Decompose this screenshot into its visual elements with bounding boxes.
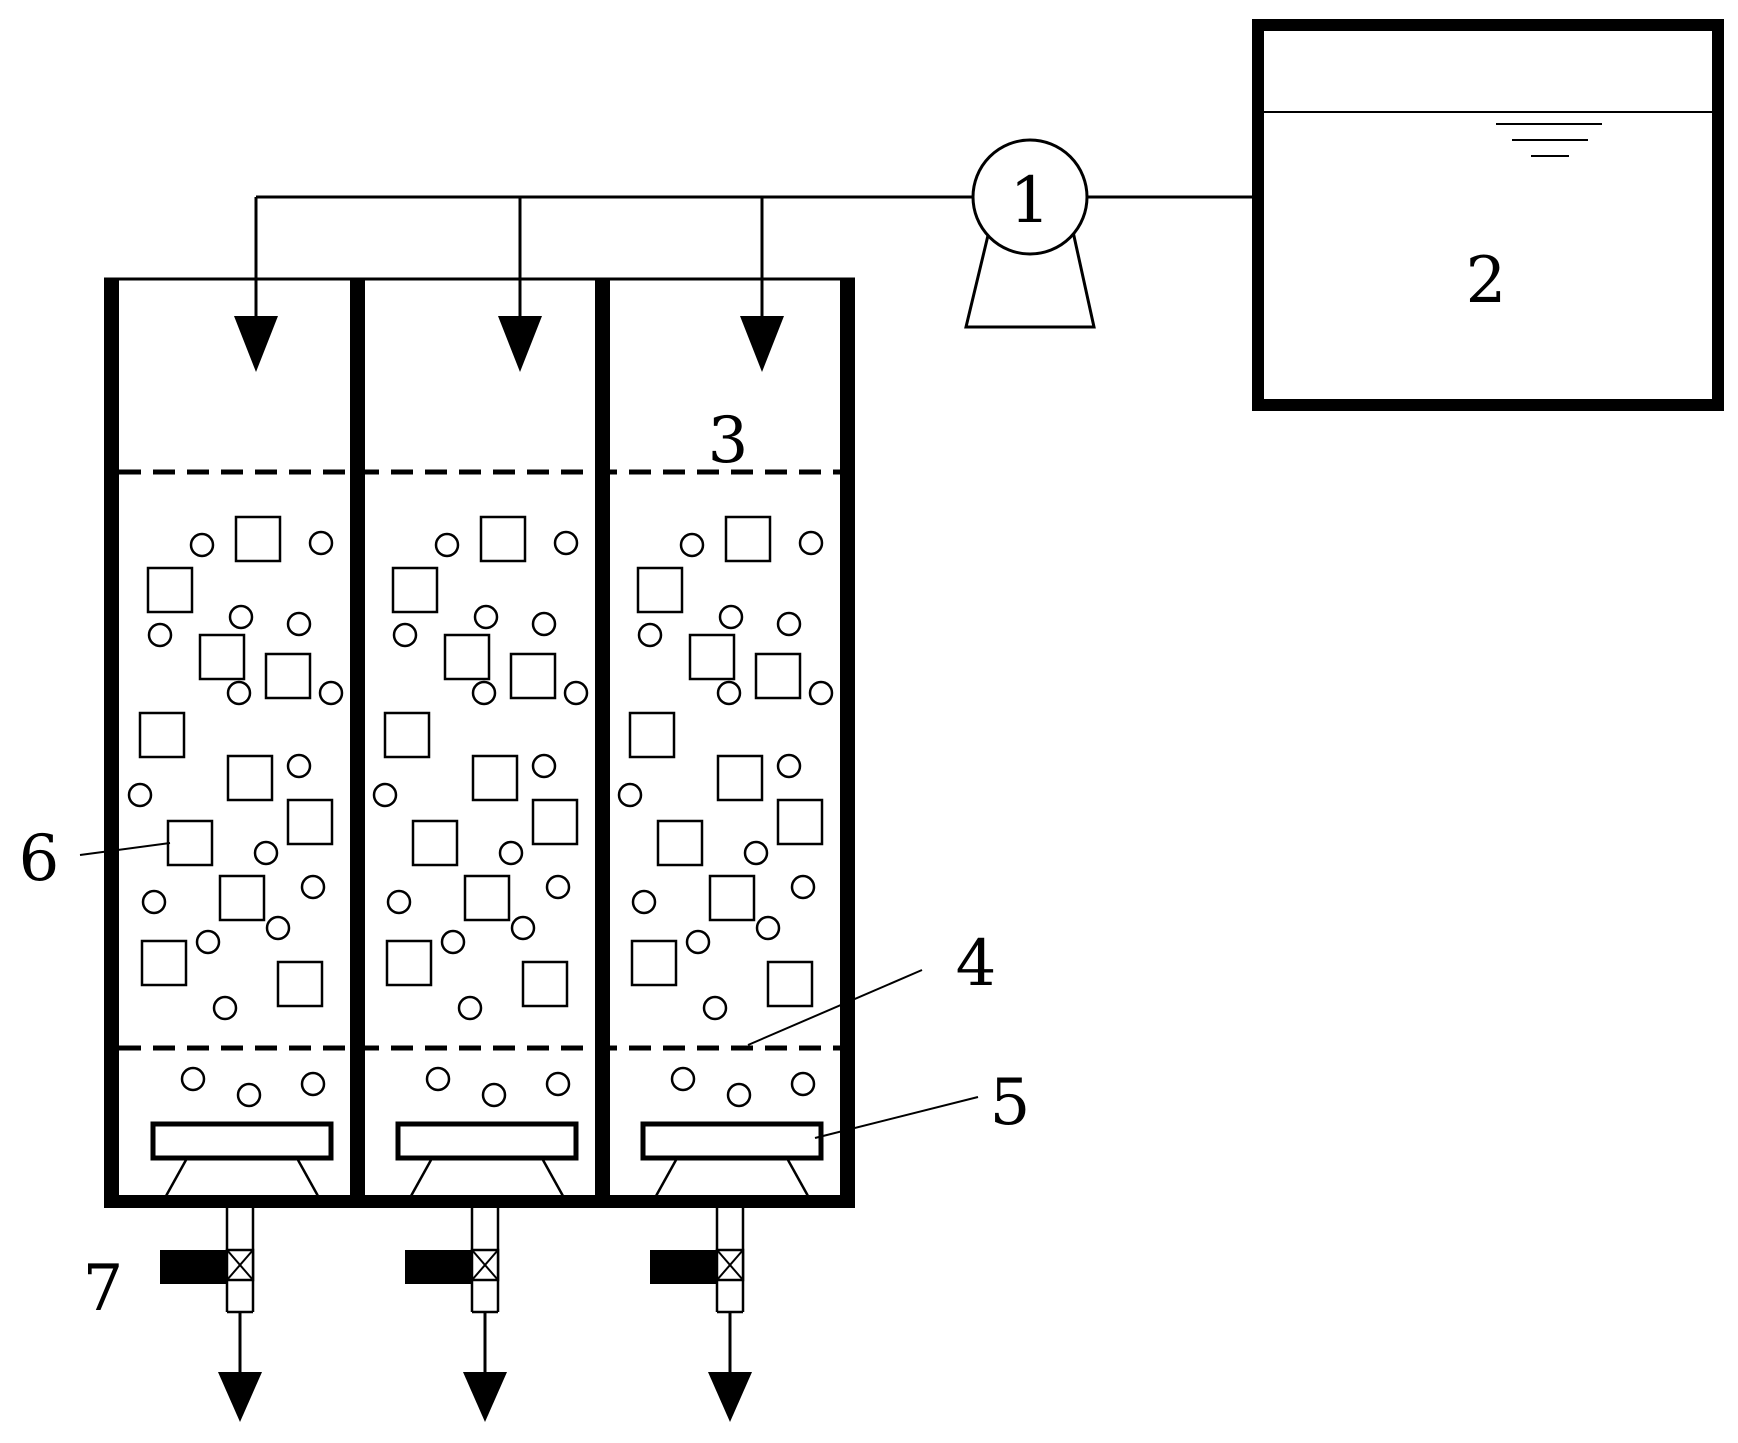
filter-media [127, 515, 344, 1108]
filter-columns [104, 277, 855, 1208]
arrow-down-icon [498, 316, 542, 372]
valve-actuator [160, 1250, 227, 1284]
feed-pipes [254, 195, 1258, 320]
filter-media [617, 515, 834, 1108]
label-pump: 1 [1010, 164, 1051, 238]
storage-tank [1252, 19, 1724, 411]
arrow-down-icon [234, 316, 278, 372]
label-top-screen: 3 [708, 404, 749, 478]
leader-lines [79, 842, 979, 1139]
label-tank: 2 [1466, 244, 1507, 318]
column-outlet [150, 1121, 334, 1422]
pump-icon [964, 138, 1096, 329]
label-distributor: 5 [990, 1066, 1031, 1140]
water-level-symbol-icon [1496, 123, 1602, 157]
inlet-arrows [234, 316, 784, 372]
screens [119, 469, 840, 1051]
distributor-plate [150, 1121, 334, 1161]
arrow-down-icon [740, 316, 784, 372]
label-bottom-screen: 4 [956, 927, 997, 1001]
label-valve: 7 [83, 1252, 124, 1326]
filter-media [372, 515, 589, 1108]
column-outlet [643, 1124, 821, 1422]
label-media: 6 [19, 822, 60, 896]
arrow-down-icon [218, 1372, 262, 1422]
valve-icon [225, 1248, 255, 1282]
column-outlet [398, 1124, 576, 1422]
